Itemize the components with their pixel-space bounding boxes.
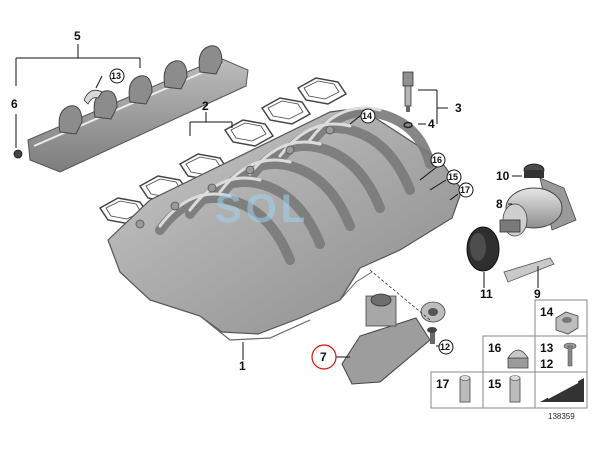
callout-7: 7 xyxy=(320,350,327,364)
callout-5: 5 xyxy=(74,29,81,43)
sleeve-part xyxy=(509,375,521,403)
callout-circle-16 xyxy=(430,152,446,168)
diagram-number: 138359 xyxy=(548,412,575,421)
injector-rail xyxy=(27,45,249,173)
valve-assembly xyxy=(341,293,446,385)
table-label-16: 16 xyxy=(488,341,502,355)
callout-11: 11 xyxy=(480,287,493,301)
callout-13-top: 13 xyxy=(111,71,121,81)
leader-lines xyxy=(15,44,539,360)
table-label-15: 15 xyxy=(488,377,502,391)
sensor-part xyxy=(402,71,414,112)
callout-circle-14 xyxy=(360,108,376,124)
callout-8: 8 xyxy=(496,197,503,211)
table-label-17: 17 xyxy=(436,377,450,391)
table-label-14: 14 xyxy=(540,305,554,319)
watermark: SOL xyxy=(215,187,309,231)
assembly-line xyxy=(369,269,431,321)
bush-part xyxy=(466,226,500,272)
callout-16: 16 xyxy=(432,155,442,165)
callout-circle-12 xyxy=(438,339,454,355)
valve-actuator xyxy=(499,177,577,237)
cap-nut-part xyxy=(507,349,529,369)
callout-17: 17 xyxy=(460,185,470,195)
o-ring-part xyxy=(403,121,413,129)
callout-2: 2 xyxy=(202,99,209,113)
callout-circle-15 xyxy=(446,169,462,185)
gasket-set xyxy=(98,77,348,225)
hardware-table xyxy=(430,299,588,409)
table-label-12: 12 xyxy=(540,357,554,371)
wedge-arrow-icon xyxy=(540,378,584,402)
intake-manifold xyxy=(107,106,463,341)
callout-1: 1 xyxy=(239,359,246,373)
cap-part xyxy=(523,163,545,178)
bolt-part xyxy=(13,149,23,159)
callout-6: 6 xyxy=(11,97,18,111)
table-label-13: 13 xyxy=(540,341,554,355)
callout-14: 14 xyxy=(362,111,372,121)
callout-15: 15 xyxy=(448,172,458,182)
nut-part xyxy=(555,311,579,335)
callout-9: 9 xyxy=(534,287,541,301)
bracket-part xyxy=(503,257,555,283)
spacer-part xyxy=(459,375,471,403)
callout-4: 4 xyxy=(428,117,435,131)
screw-part xyxy=(427,327,437,344)
callout-circle-17 xyxy=(458,182,474,198)
highlight-circle xyxy=(311,344,337,370)
callout-circle-13-top xyxy=(109,68,125,84)
callout-12: 12 xyxy=(440,342,450,352)
callout-3: 3 xyxy=(455,101,462,115)
callout-10: 10 xyxy=(496,169,510,183)
screw-small-part xyxy=(563,342,577,367)
